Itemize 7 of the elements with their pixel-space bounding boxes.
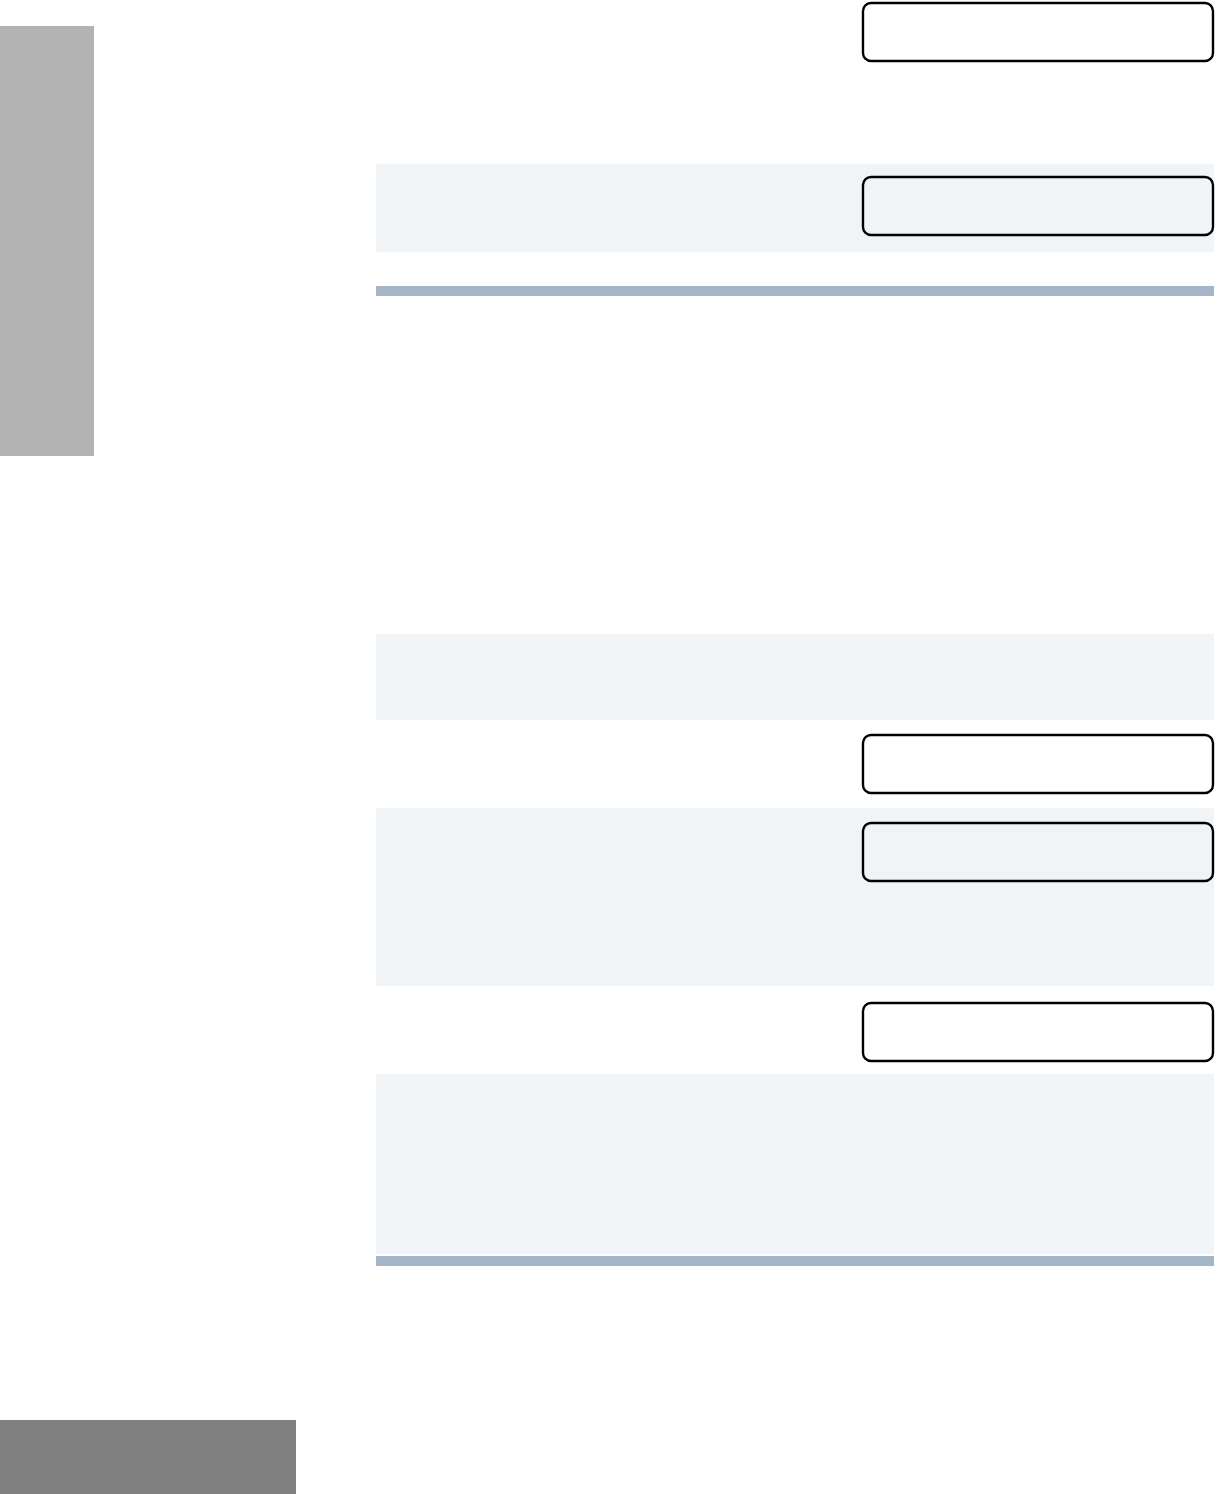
display-box bbox=[861, 1001, 1215, 1063]
tab-bar bbox=[0, 26, 94, 456]
tab-bar bbox=[0, 1420, 296, 1494]
display-box bbox=[861, 175, 1215, 237]
display-box bbox=[861, 821, 1215, 883]
display-box bbox=[861, 733, 1215, 795]
display-box bbox=[861, 1, 1215, 63]
